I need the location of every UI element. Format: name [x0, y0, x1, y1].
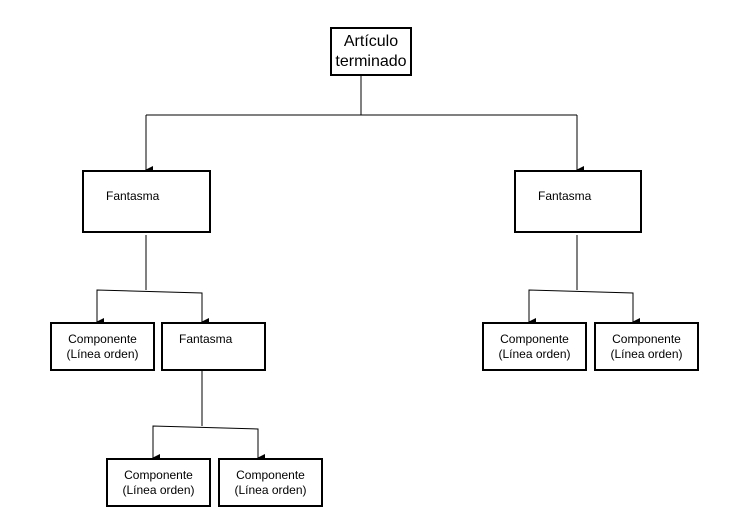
- edge-arrows-left-children: [96, 300, 209, 326]
- edge-arrows-right-children: [528, 300, 640, 326]
- node-component-mid-1: Componente (Línea orden): [106, 458, 211, 507]
- node-component-right-1-line1: Componente: [500, 331, 569, 346]
- edge-phantom-mid-to-children: [152, 371, 259, 458]
- node-phantom-right: Fantasma: [514, 170, 642, 233]
- node-component-left: Componente (Línea orden): [50, 322, 155, 371]
- node-root-finished-article: Artículo terminado: [330, 27, 412, 76]
- node-component-right-1: Componente (Línea orden): [482, 322, 587, 371]
- node-component-right-2-line1: Componente: [612, 331, 681, 346]
- node-phantom-right-label: Fantasma: [538, 189, 592, 203]
- edge-root-to-phantoms: [145, 76, 584, 174]
- node-component-mid-2-line2: (Línea orden): [234, 482, 307, 497]
- edge-phantom-left-to-children: [96, 235, 203, 322]
- node-phantom-left: Fantasma: [82, 170, 211, 233]
- node-component-mid-2: Componente (Línea orden): [218, 458, 323, 507]
- node-component-mid-1-line1: Componente: [124, 467, 193, 482]
- node-phantom-mid-label: Fantasma: [179, 332, 233, 346]
- node-component-left-line2: (Línea orden): [66, 346, 139, 361]
- node-phantom-mid: Fantasma: [161, 322, 266, 371]
- node-component-right-1-line2: (Línea orden): [498, 346, 571, 361]
- edge-phantom-right-to-children: [528, 235, 634, 322]
- node-component-right-2: Componente (Línea orden): [594, 322, 699, 371]
- node-root-line2: terminado: [335, 52, 407, 70]
- node-component-mid-2-line1: Componente: [236, 467, 305, 482]
- node-component-right-2-line2: (Línea orden): [610, 346, 683, 361]
- node-component-left-line1: Componente: [68, 331, 137, 346]
- edge-arrows-mid-children: [152, 436, 265, 462]
- node-root-line1: Artículo: [343, 32, 399, 50]
- node-component-mid-1-line2: (Línea orden): [122, 482, 195, 497]
- node-phantom-left-label: Fantasma: [106, 189, 160, 203]
